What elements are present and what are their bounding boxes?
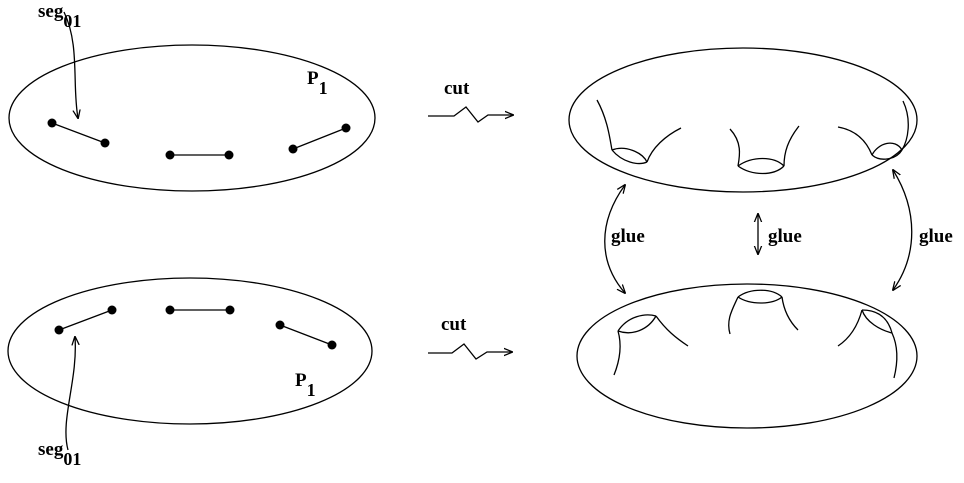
slit-2 xyxy=(728,289,799,335)
slit-3 xyxy=(837,100,909,160)
cut-label-bottom: cut xyxy=(441,314,467,335)
glue-label-left: glue xyxy=(611,226,645,247)
top-left-ellipse xyxy=(8,44,376,192)
cut-arrow-top: cut xyxy=(428,78,513,123)
cut-label-top: cut xyxy=(444,78,470,99)
seg-pointer-arrow xyxy=(63,11,78,118)
glue-label-middle: glue xyxy=(768,226,802,247)
segment-2 xyxy=(165,305,235,315)
glue-arrow-right: glue xyxy=(893,170,953,290)
bottom-right-cut-surface xyxy=(576,283,918,429)
cut-arrow-bottom: cut xyxy=(428,314,512,360)
seg-pointer-arrow xyxy=(65,337,75,451)
glue-arrow-middle: glue xyxy=(758,214,802,254)
segment-3 xyxy=(275,320,337,350)
p1-label-top: P1 xyxy=(307,68,328,98)
bottom-left-ellipse xyxy=(7,277,373,425)
segment-1 xyxy=(47,118,110,148)
segment-1 xyxy=(54,305,117,335)
p1-label-bottom: P1 xyxy=(295,370,316,400)
bottom-left-surface: seg01 P1 xyxy=(7,277,373,469)
segment-3 xyxy=(288,123,351,154)
slit-1 xyxy=(596,99,682,165)
bottom-right-ellipse xyxy=(576,283,918,429)
glue-arrow-left: glue xyxy=(604,185,645,293)
glue-label-right: glue xyxy=(919,226,953,247)
slit-1 xyxy=(613,314,689,376)
top-left-surface: seg01 P1 xyxy=(8,1,376,192)
seg-label-bottom: seg01 xyxy=(38,439,81,469)
slit-3 xyxy=(837,309,898,379)
slit-2 xyxy=(729,125,800,175)
segment-2 xyxy=(165,150,234,160)
top-right-cut-surface xyxy=(568,47,918,193)
seg-label-top: seg01 xyxy=(38,1,81,31)
top-right-ellipse xyxy=(568,47,918,193)
